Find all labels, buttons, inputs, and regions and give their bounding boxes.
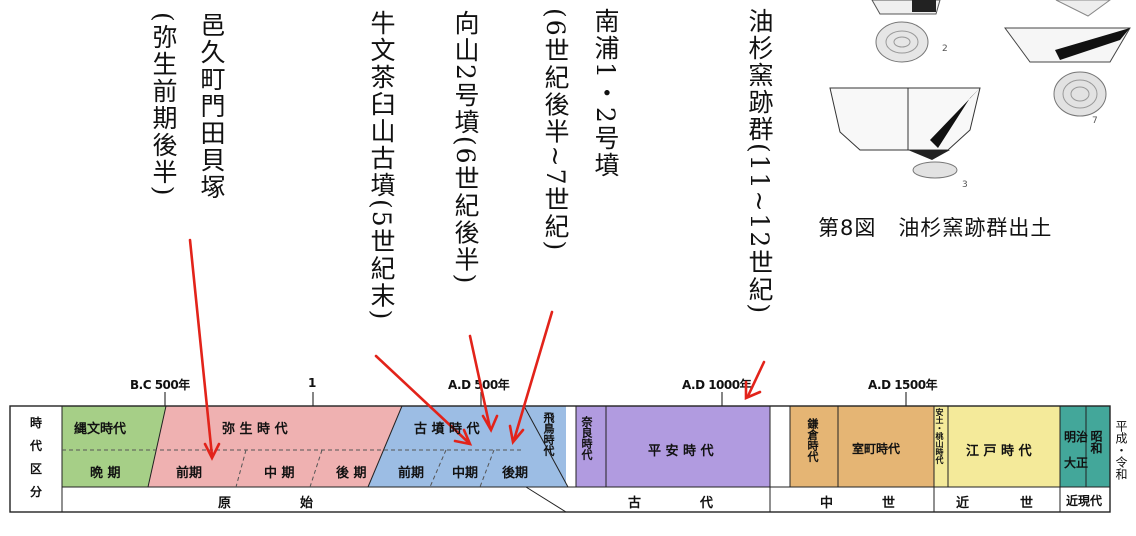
tick-ad1000: A.D 1000年 xyxy=(682,378,752,392)
yayoi-early-label: 前期 xyxy=(176,466,203,481)
tick-bc500: B.C 500年 xyxy=(130,378,190,392)
heisei-reiwa-label: 平成・令和 xyxy=(1114,420,1128,480)
tick-ad500: A.D 500年 xyxy=(448,378,510,392)
kamakura-label: 鎌倉時代 xyxy=(806,418,819,462)
yayoi-label: 弥 生 時 代 xyxy=(222,422,288,437)
figure-number-3: 3 xyxy=(962,180,968,190)
era-kingendai: 近現代 xyxy=(1066,494,1103,508)
nara-block xyxy=(576,406,606,487)
edo-block xyxy=(948,406,1060,487)
era-kodai-2: 代 xyxy=(700,496,714,511)
label-minamiura-kofun: 南浦1・2号墳 xyxy=(591,8,620,179)
kofun-label: 古 墳 時 代 xyxy=(414,422,480,437)
era-genshi-1: 原 xyxy=(218,496,232,511)
asuka-label: 飛鳥時代 xyxy=(542,412,555,456)
label-yuragu-date: (弥生前期後半) xyxy=(149,12,178,198)
row-header-char: 区 xyxy=(29,462,42,476)
tick-marks xyxy=(164,392,907,406)
row-header-char: 分 xyxy=(29,485,42,499)
row-header-cell xyxy=(9,405,63,513)
nara-label: 奈良時代 xyxy=(580,416,593,460)
taisho-label: 大正 xyxy=(1064,456,1089,470)
tick-ad1500: A.D 1500年 xyxy=(868,378,938,392)
figure-caption: 第8図 油杉窯跡群出土 xyxy=(818,216,1053,240)
yayoi-late-label: 後 期 xyxy=(336,466,367,481)
label-yusugi-kiln: 油杉窯跡群(11~12世紀) xyxy=(745,8,774,316)
muromachi-block xyxy=(838,406,934,487)
kofun-late-label: 後期 xyxy=(502,466,529,481)
azuchi-label: 安土・桃山時代 xyxy=(935,408,944,464)
modern-block xyxy=(1060,406,1110,487)
figure-number-7: 7 xyxy=(1092,116,1098,126)
era-kinsei-2: 世 xyxy=(1020,496,1034,511)
figure-number-2: 2 xyxy=(942,44,948,54)
heian-label: 平 安 時 代 xyxy=(648,444,714,459)
heian-block xyxy=(606,406,770,487)
label-minamiura-date: (6世紀後半~7世紀) xyxy=(541,8,570,253)
row-header-char: 代 xyxy=(29,439,42,453)
yayoi-middle-label: 中 期 xyxy=(264,466,295,481)
era-kodai-1: 古 xyxy=(628,496,642,511)
label-mukaiyama-kofun: 向山2号墳(6世紀後半) xyxy=(451,10,480,286)
label-ushimado-chausuyama: 牛文茶臼山古墳(5世紀末) xyxy=(367,10,396,322)
red-arrows xyxy=(188,238,766,461)
era-kinsei-1: 近 xyxy=(956,496,970,511)
kamakura-block xyxy=(790,406,838,487)
row-header: 時 代 区 分 xyxy=(26,412,46,504)
kofun-early-label: 前期 xyxy=(398,466,425,481)
edo-label: 江 戸 時 代 xyxy=(966,444,1032,459)
era-genshi-2: 始 xyxy=(300,496,314,511)
kofun-middle-label: 中期 xyxy=(452,466,479,481)
era-chusei-2: 世 xyxy=(882,496,896,511)
meiji-label: 明治 xyxy=(1064,430,1089,444)
muromachi-label: 室町時代 xyxy=(852,442,901,456)
jomon-late-label: 晩 期 xyxy=(90,466,121,481)
era-chusei-1: 中 xyxy=(820,496,834,511)
jomon-block xyxy=(62,406,166,487)
row-header-char: 時 xyxy=(29,416,42,430)
azuchi-block xyxy=(934,406,948,487)
label-yuragu-kaizuka: 邑久町門田貝塚 xyxy=(197,12,226,201)
jomon-label: 縄文時代 xyxy=(74,422,127,437)
showa-label: 昭和 xyxy=(1089,430,1103,454)
tick-year-1: 1 xyxy=(308,376,316,390)
yayoi-block xyxy=(148,406,402,487)
pottery-figure xyxy=(829,0,1131,179)
